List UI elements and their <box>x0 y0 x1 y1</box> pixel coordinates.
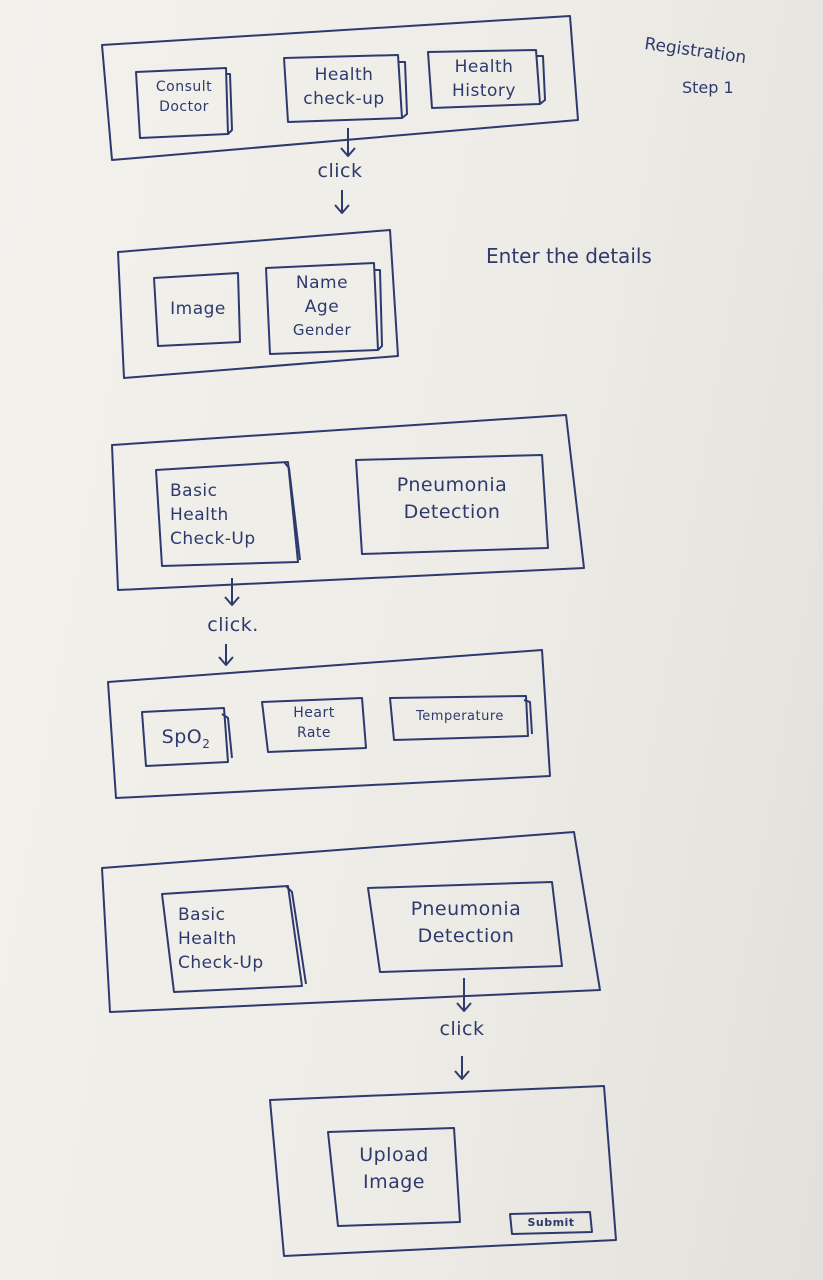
pneumonia2-line1: Pneumonia <box>410 898 522 920</box>
temperature-box <box>389 695 529 741</box>
click-label-3: click <box>439 1018 485 1040</box>
basic2-line1: Basic <box>178 905 226 925</box>
click-label-1: click <box>317 160 363 182</box>
screen-2-frame <box>117 229 399 379</box>
health-checkup-label[interactable]: Health check-up <box>288 64 400 112</box>
screen-3-frame <box>111 414 585 591</box>
arrow-3b <box>454 1056 470 1080</box>
step-note: Step 1 <box>682 78 734 97</box>
pneumonia2-line2: Detection <box>417 924 515 947</box>
image-label[interactable]: Image <box>170 299 226 319</box>
screen-6-frame <box>269 1085 617 1257</box>
consult-line1: Consult <box>155 79 213 95</box>
screen-4-frame <box>107 649 551 799</box>
enter-details-note: Enter the details <box>486 244 652 268</box>
heart-line2: Rate <box>296 724 332 741</box>
enter-details-text: Enter the details <box>486 244 652 268</box>
age-field-label: Age <box>304 296 340 317</box>
history-line2: History <box>452 80 516 101</box>
consult-line2: Doctor <box>159 98 209 115</box>
arrow-2b <box>218 644 234 666</box>
registration-note-line2: Step 1 <box>682 78 734 97</box>
temperature-label[interactable]: Temperature <box>416 709 504 724</box>
pneumonia-box-2 <box>367 881 563 973</box>
basic-health-box-2 <box>161 885 303 993</box>
gender-field-label: Gender <box>292 320 352 339</box>
pneumonia-line2: Detection <box>403 500 501 523</box>
spo2-text: SpO <box>161 726 203 748</box>
history-line1: Health <box>454 57 514 77</box>
basic2-line3: Check-Up <box>178 952 264 973</box>
upload-image-box <box>327 1127 461 1227</box>
submit-button-box <box>509 1211 593 1235</box>
spo2-subscript: 2 <box>202 736 211 751</box>
consult-doctor-label[interactable]: Consult Doctor <box>142 78 226 117</box>
checkup-line1: Health <box>314 65 374 85</box>
pneumonia-box-1 <box>355 454 549 555</box>
basic-health-box <box>155 461 299 567</box>
basic-line3: Check-Up <box>170 528 256 549</box>
arrow-1a <box>340 128 356 157</box>
upload-image-label[interactable]: Upload Image <box>336 1142 452 1195</box>
pneumonia-label-2[interactable]: Pneumonia Detection <box>376 896 556 949</box>
screen-5-frame <box>101 831 601 1013</box>
upload-line2: Image <box>362 1170 425 1193</box>
spo2-box <box>141 707 229 767</box>
basic2-line2: Health <box>178 928 237 949</box>
image-box <box>153 272 241 347</box>
arrow-3a <box>456 978 472 1012</box>
heart-rate-box <box>261 697 367 753</box>
checkup-line2: check-up <box>303 88 385 109</box>
pneumonia-label-1[interactable]: Pneumonia Detection <box>362 472 542 525</box>
arrow-2a <box>224 578 240 606</box>
arrow-1b <box>334 190 350 214</box>
health-history-label[interactable]: Health History <box>432 56 536 104</box>
click-label-2: click. <box>207 614 259 636</box>
basic-line2: Health <box>170 504 229 525</box>
name-field-label: Name <box>295 273 349 293</box>
basic-line1: Basic <box>170 481 218 501</box>
upload-line1: Upload <box>359 1144 429 1166</box>
screen-1-frame <box>101 15 579 161</box>
basic-health-label[interactable]: Basic Health Check-Up <box>170 480 286 551</box>
submit-button[interactable]: Submit <box>527 1216 575 1229</box>
heart-rate-label[interactable]: Heart Rate <box>266 704 362 743</box>
basic-health-label-2[interactable]: Basic Health Check-Up <box>178 904 298 975</box>
heart-line1: Heart <box>293 705 335 721</box>
profile-fields-label: Name Age Gender <box>270 272 374 341</box>
spo2-label[interactable]: SpO2 <box>146 724 226 753</box>
pneumonia-line1: Pneumonia <box>396 474 508 496</box>
